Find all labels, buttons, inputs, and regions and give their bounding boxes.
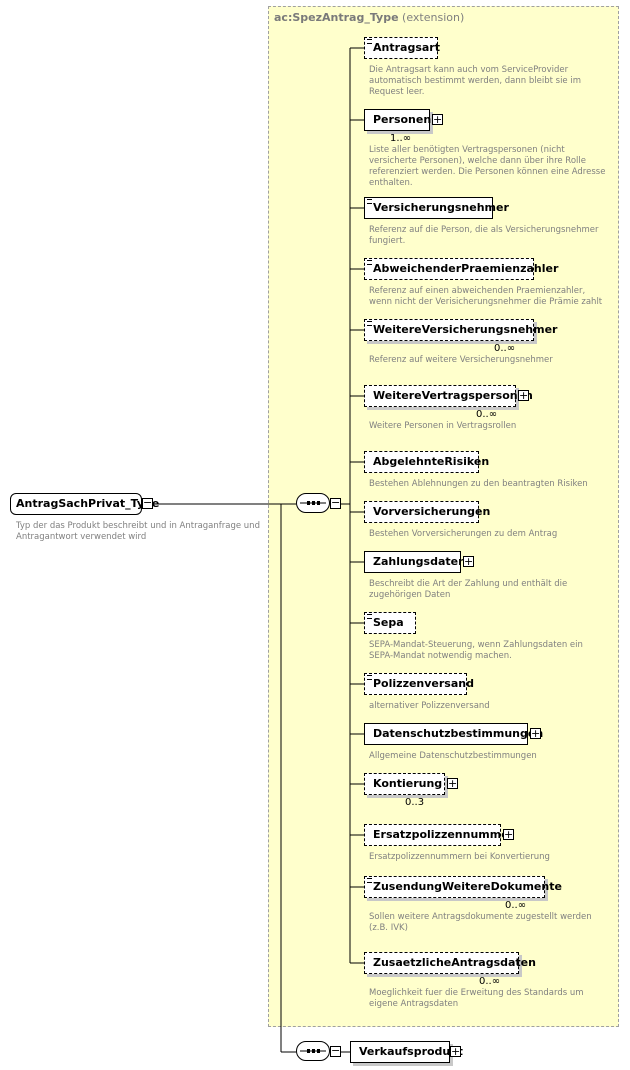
- root-element-label: AntragSachPrivat_Type: [16, 497, 160, 510]
- expand-icon[interactable]: +: [432, 113, 443, 126]
- sequence-bottom-collapse-icon[interactable]: −: [330, 1044, 341, 1057]
- element-description: Bestehen Vorversicherungen zu dem Antrag: [369, 529, 558, 539]
- attribute-marker-icon: [367, 675, 372, 680]
- element-abweichenderpraemienzahler[interactable]: AbweichenderPraemienzahler: [364, 258, 558, 280]
- element-label: Versicherungsnehmer: [373, 201, 509, 214]
- element-description: SEPA-Mandat-Steuerung, wenn Zahlungsdate…: [369, 640, 583, 661]
- cardinality-label: 0..3: [405, 797, 425, 808]
- element-label: Datenschutzbestimmungen: [373, 727, 544, 740]
- sequence-compositor-bottom-icon[interactable]: [296, 1041, 330, 1061]
- attribute-marker-icon: [367, 321, 372, 326]
- attribute-marker-icon: [367, 878, 372, 883]
- cardinality-label: 0..∞: [476, 409, 498, 420]
- element-description: Bestehen Ablehnungen zu den beantragten …: [369, 479, 588, 489]
- element-description: Referenz auf einen abweichenden Praemien…: [369, 286, 603, 307]
- sequence-collapse-icon[interactable]: −: [330, 496, 341, 509]
- element-description: Sollen weitere Antragsdokumente zugestel…: [369, 912, 592, 933]
- element-description: Allgemeine Datenschutzbestimmungen: [369, 751, 537, 761]
- element-label: AbgelehnteRisiken: [373, 455, 490, 468]
- sequence-dots-icon: [300, 501, 326, 505]
- expand-icon[interactable]: +: [530, 727, 541, 740]
- element-label: Ersatzpolizzennummer: [373, 828, 515, 841]
- sequence-dots-icon: [300, 1049, 326, 1053]
- element-zusaetzlicheantragsdaten[interactable]: ZusaetzlicheAntragsdaten: [364, 952, 536, 974]
- element-abgelehnterisiken[interactable]: AbgelehnteRisiken: [364, 451, 489, 473]
- element-label: Polizzenversand: [373, 677, 474, 690]
- element-weiterevertragspersonen[interactable]: WeitereVertragspersonen: [364, 385, 533, 407]
- element-label: Kontierung: [373, 777, 443, 790]
- root-element-antragsachprivat-type[interactable]: AntragSachPrivat_Type: [10, 493, 159, 515]
- collapse-icon[interactable]: −: [142, 496, 153, 509]
- attribute-marker-icon: [367, 614, 372, 619]
- element-description: Ersatzpolizzennummern bei Konvertierung: [369, 852, 550, 862]
- element-personen[interactable]: Personen: [364, 109, 432, 131]
- expand-icon[interactable]: +: [463, 555, 474, 568]
- element-antragsart[interactable]: Antragsart: [364, 37, 440, 59]
- element-ersatzpolizzennummer[interactable]: Ersatzpolizzennummer: [364, 824, 514, 846]
- element-description: Referenz auf weitere Versicherungsnehmer: [369, 355, 553, 365]
- element-datenschutzbestimmungen[interactable]: Datenschutzbestimmungen: [364, 723, 543, 745]
- element-label: Sepa: [373, 616, 404, 629]
- element-description: Beschreibt die Art der Zahlung und enthä…: [369, 579, 568, 600]
- element-description: Die Antragsart kann auch vom ServiceProv…: [369, 65, 582, 97]
- element-polizzenversand[interactable]: Polizzenversand: [364, 673, 474, 695]
- root-description: Typ der das Produkt beschreibt und in An…: [16, 521, 260, 542]
- element-label: ZusaetzlicheAntragsdaten: [373, 956, 536, 969]
- element-label: ZusendungWeitereDokumente: [373, 880, 562, 893]
- expand-icon[interactable]: +: [450, 1045, 461, 1058]
- expand-icon[interactable]: +: [518, 389, 529, 402]
- expand-icon[interactable]: +: [503, 828, 514, 841]
- element-kontierung[interactable]: Kontierung: [364, 773, 445, 795]
- attribute-marker-icon: [367, 260, 372, 265]
- element-description: Weitere Personen in Vertragsrollen: [369, 421, 517, 431]
- element-label: WeitereVersicherungsnehmer: [373, 323, 558, 336]
- element-description: Moeglichkeit fuer die Erweitung des Stan…: [369, 988, 584, 1009]
- element-label: Verkaufsprodukt: [359, 1045, 463, 1058]
- cardinality-label: 0..∞: [479, 976, 501, 987]
- sequence-compositor-icon[interactable]: [296, 493, 330, 513]
- element-vorversicherungen[interactable]: Vorversicherungen: [364, 501, 490, 523]
- element-label: WeitereVertragspersonen: [373, 389, 533, 402]
- attribute-marker-icon: [367, 39, 372, 44]
- cardinality-label: 0..∞: [494, 343, 516, 354]
- type-qualifier: (extension): [402, 11, 465, 24]
- element-label: Zahlungsdaten: [373, 555, 466, 568]
- cardinality-label: 1..∞: [390, 133, 412, 144]
- element-description: Referenz auf die Person, die als Versich…: [369, 225, 599, 246]
- element-description: alternativer Polizzenversand: [369, 701, 490, 711]
- element-label: Antragsart: [373, 41, 440, 54]
- element-weitereversicherungsnehmer[interactable]: WeitereVersicherungsnehmer: [364, 319, 557, 341]
- element-label: Vorversicherungen: [373, 505, 491, 518]
- type-title: ac:SpezAntrag_Type (extension): [274, 11, 464, 24]
- attribute-marker-icon: [367, 199, 372, 204]
- element-zusendungweiteredokumente[interactable]: ZusendungWeitereDokumente: [364, 876, 562, 898]
- element-verkaufsprodukt[interactable]: Verkaufsprodukt: [350, 1041, 463, 1063]
- element-label: Personen: [373, 113, 432, 126]
- element-zahlungsdaten[interactable]: Zahlungsdaten: [364, 551, 466, 573]
- element-sepa[interactable]: Sepa: [364, 612, 416, 634]
- type-name: ac:SpezAntrag_Type: [274, 11, 399, 24]
- element-description: Liste aller benötigten Vertragspersonen …: [369, 145, 606, 188]
- cardinality-label: 0..∞: [505, 900, 527, 911]
- expand-icon[interactable]: +: [447, 777, 458, 790]
- element-label: AbweichenderPraemienzahler: [373, 262, 559, 275]
- element-versicherungsnehmer[interactable]: Versicherungsnehmer: [364, 197, 509, 219]
